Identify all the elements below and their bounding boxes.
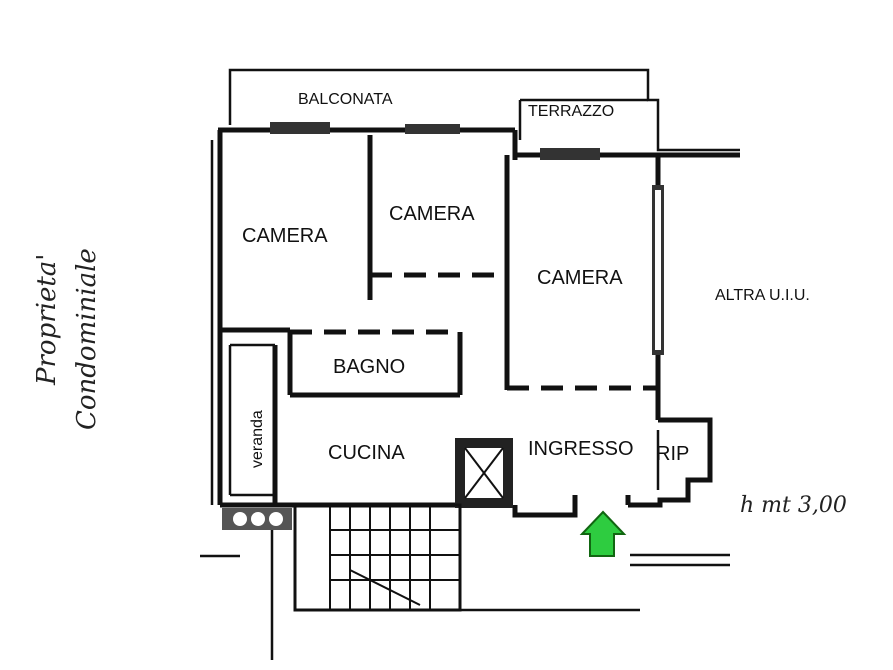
room-label-balconata: BALCONATA [298,91,393,108]
condo-property-line2: Condominiale [72,248,102,430]
condo-property-note: Proprieta' Condominiale [32,248,102,430]
room-label-veranda: veranda [249,410,266,468]
room-label-rip: RIP [656,443,689,465]
windows [270,122,664,355]
room-label-camera-2: CAMERA [389,203,475,225]
ceiling-height-label: h mt 3,00 [740,493,847,518]
room-label-ingresso: INGRESSO [528,438,634,460]
room-label-camera-3: CAMERA [537,267,623,289]
entrance-arrow-icon [579,510,627,557]
interior-walls [220,135,660,508]
staircase [200,503,730,660]
room-label-terrazzo: TERRAZZO [528,103,614,120]
room-label-camera-1: CAMERA [242,225,328,247]
neighbor-unit-label: ALTRA U.I.U. [715,287,810,304]
room-label-bagno: BAGNO [333,356,405,378]
condo-property-line1: Proprieta' [32,254,62,386]
room-label-cucina: CUCINA [328,442,405,464]
